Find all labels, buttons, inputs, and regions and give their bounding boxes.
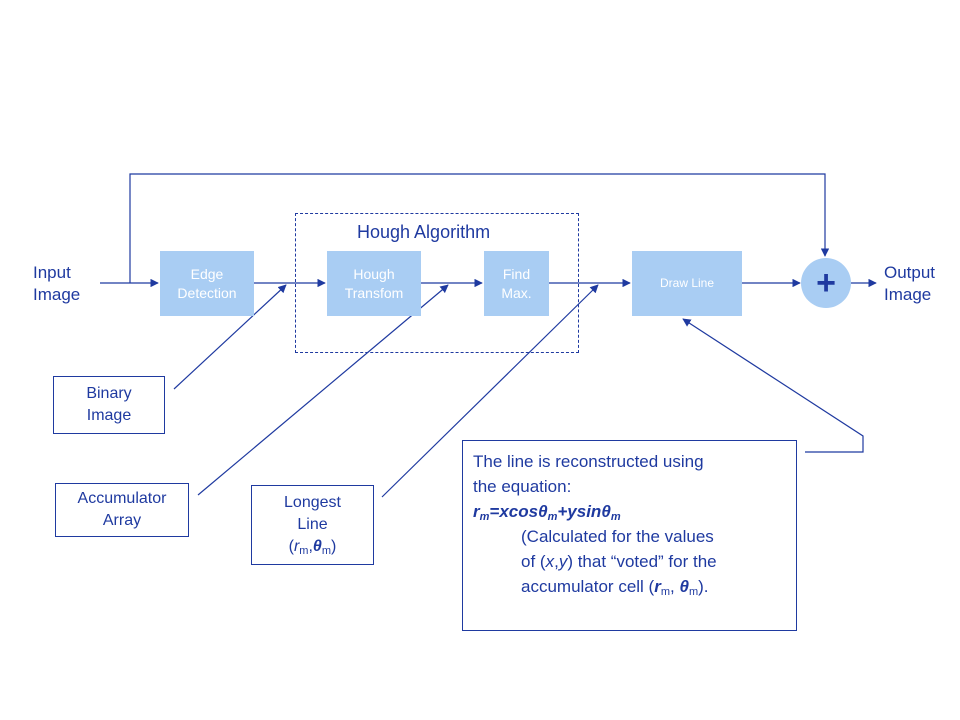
output-image-label: Output Image — [884, 263, 936, 304]
find-max-block: Find Max. — [484, 251, 549, 316]
sum-junction: + — [801, 258, 851, 308]
pointer-binary-image — [173, 284, 287, 390]
longest-line-params: (rm,θm) — [288, 538, 337, 557]
draw-line-block: Draw Line — [632, 251, 742, 316]
binary-image-label: Binary Image — [53, 376, 165, 434]
wire-bypass — [129, 173, 830, 283]
note-cell-line: accumulator cell (rm, θm). — [521, 577, 709, 598]
equation-note: The line is reconstructed using the equa… — [462, 440, 797, 631]
pointer-longest-line — [381, 284, 599, 498]
hough-algorithm-group — [295, 213, 579, 353]
hough-transform-block: Hough Transfom — [327, 251, 421, 316]
line-equation: rm=xcosθm+ysinθm — [473, 502, 621, 523]
hough-algorithm-title: Hough Algorithm — [357, 222, 491, 242]
edge-detection-block: Edge Detection — [160, 251, 254, 316]
pointer-accumulator-array — [197, 284, 449, 496]
longest-line-label: Longest Line (rm,θm) — [251, 485, 374, 565]
pointer-note-to-drawline — [682, 318, 864, 453]
note-xy-line: of (x,y) that “voted” for the — [521, 552, 717, 571]
accumulator-array-label: Accumulator Array — [55, 483, 189, 537]
input-image-label: Input Image — [33, 263, 81, 304]
